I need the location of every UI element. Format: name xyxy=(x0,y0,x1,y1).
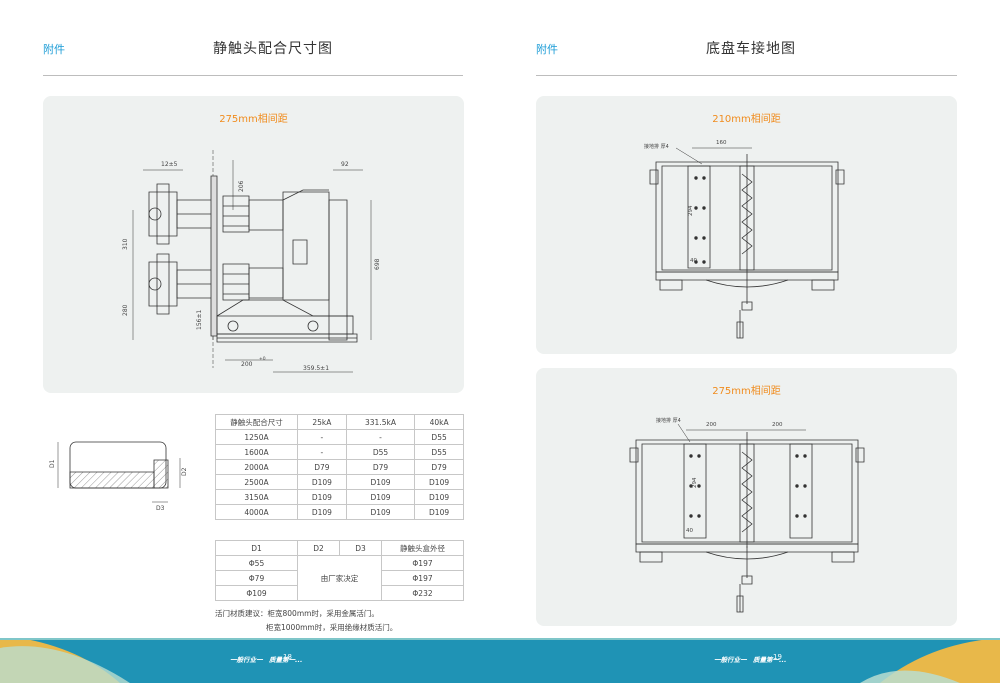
table-row: Φ55 由厂家决定 Φ197 xyxy=(215,555,464,601)
table-header: 25kA xyxy=(297,414,347,430)
dim-200-a: 200 xyxy=(706,422,717,428)
table-row: 1250A - - D55 xyxy=(215,429,464,445)
table-cell: D109 xyxy=(345,474,416,490)
contact-box-table: D1 D2 D3 静触头盒外径 Φ55 由厂家决定 Φ197 Φ79 Φ197 … xyxy=(215,540,464,601)
dim-359: 359.5±1 xyxy=(303,365,329,372)
footer-wave-band xyxy=(0,638,1000,683)
title-divider xyxy=(43,75,463,76)
table-cell-merged: 由厂家决定 xyxy=(297,555,382,601)
dim-40: 40 xyxy=(686,528,693,534)
title-divider xyxy=(536,75,957,76)
label-d1: D1 xyxy=(49,459,56,468)
table-cell: 1250A xyxy=(215,429,298,445)
dim-698: 698 xyxy=(374,258,381,270)
table-cell: D79 xyxy=(345,459,416,475)
dim-200-b: 200 xyxy=(772,422,783,428)
dim-206: 206 xyxy=(238,180,245,192)
right-page: 附件 底盘车接地图 210mm相间距 接地排 厚4 160 294 40 xyxy=(500,0,1000,683)
table-cell: D109 xyxy=(414,474,464,490)
table-cell: D109 xyxy=(345,504,416,520)
table-cell: Φ197 xyxy=(381,570,464,586)
drawing-caption: 275mm相间距 xyxy=(712,386,781,397)
note-line-2: 柜宽1000mm时，采用绝缘材质活门。 xyxy=(266,623,398,632)
dim-12: 12±5 xyxy=(161,161,178,168)
table-header-row: D1 D2 D3 静触头盒外径 xyxy=(215,540,464,556)
dim-294: 294 xyxy=(692,477,698,488)
table-row: Φ79 Φ197 xyxy=(215,570,464,586)
table-cell: D55 xyxy=(414,429,464,445)
drawing-caption: 210mm相间距 xyxy=(712,114,781,125)
table-row: Φ109 Φ232 xyxy=(215,585,464,601)
table-header: D3 xyxy=(339,540,382,556)
table-cell: 4000A xyxy=(215,504,298,520)
contact-assembly-drawing: 12±5 206 92 310 698 280 156±1 200 +0 359… xyxy=(122,140,381,380)
dim-156: 156±1 xyxy=(196,310,203,330)
page-number: 19 xyxy=(773,653,782,661)
callout-label: 接地排 厚4 xyxy=(656,417,681,424)
table-row: 3150A D109 D109 D109 xyxy=(215,489,464,505)
footer-slogan: 一般行业一 质量第一... xyxy=(714,656,787,664)
note-line-1: 活门材质建议：柜宽800mm时，采用金属活门。 xyxy=(215,609,379,618)
table-header-row: 静触头配合尺寸 25kA 331.5kA 40kA xyxy=(215,414,464,430)
table-cell: D109 xyxy=(345,489,416,505)
table-row: 2500A D109 D109 D109 xyxy=(215,474,464,490)
table-row: 2000A D79 D79 D79 xyxy=(215,459,464,475)
label-d3: D3 xyxy=(156,505,165,512)
contact-size-table: 静触头配合尺寸 25kA 331.5kA 40kA 1250A - - D55 … xyxy=(215,414,464,520)
label-d2: D2 xyxy=(181,467,188,476)
contact-dimension-panel: 275mm相间距 12±5 206 92 310 698 280 156±1 2… xyxy=(43,96,464,393)
table-row: 4000A D109 D109 D109 xyxy=(215,504,464,520)
table-cell: D109 xyxy=(297,504,347,520)
grounding-panel-210: 210mm相间距 接地排 厚4 160 294 40 xyxy=(536,96,957,354)
callout-label: 接地排 厚4 xyxy=(644,143,669,150)
table-header: 静触头配合尺寸 xyxy=(215,414,298,430)
dim-200: 200 xyxy=(241,361,253,368)
dim-160: 160 xyxy=(716,140,727,146)
table-cell: Φ55 xyxy=(215,555,298,571)
contact-section-drawing: D1 D2 D3 xyxy=(49,436,188,512)
table-cell: - xyxy=(297,429,347,445)
table-cell: Φ109 xyxy=(215,585,298,601)
table-header: 40kA xyxy=(414,414,464,430)
drawing-caption: 275mm相间距 xyxy=(219,114,288,125)
page-title: 静触头配合尺寸图 xyxy=(213,41,333,57)
section-tag: 附件 xyxy=(536,43,558,56)
page-title: 底盘车接地图 xyxy=(706,41,796,57)
grounding-panel-275: 275mm相间距 接地排 厚4 200 200 294 40 xyxy=(536,368,957,626)
table-header: 331.5kA xyxy=(345,414,416,430)
table-cell: D109 xyxy=(414,489,464,505)
table-cell: D109 xyxy=(297,489,347,505)
table-header: D1 xyxy=(215,540,298,556)
table-cell: Φ79 xyxy=(215,570,298,586)
table-cell: - xyxy=(297,444,347,460)
table-cell: D79 xyxy=(297,459,347,475)
footer-slogan: 一般行业一 质量第一... xyxy=(230,656,303,664)
table-cell: D55 xyxy=(345,444,416,460)
table-cell: Φ232 xyxy=(381,585,464,601)
table-cell: 2000A xyxy=(215,459,298,475)
table-cell: 2500A xyxy=(215,474,298,490)
table-header: 静触头盒外径 xyxy=(381,540,464,556)
left-page: 附件 静触头配合尺寸图 275mm相间距 12±5 206 92 310 698… xyxy=(43,41,464,632)
table-cell: D79 xyxy=(414,459,464,475)
table-cell: - xyxy=(345,429,416,445)
dim-200-tolerance: +0 xyxy=(259,356,266,362)
section-tag: 附件 xyxy=(43,43,65,56)
grounding-drawing-275: 接地排 厚4 200 200 294 40 xyxy=(626,417,868,618)
dim-92: 92 xyxy=(341,161,349,168)
grounding-drawing-210: 接地排 厚4 160 294 40 xyxy=(644,140,858,346)
table-cell: D55 xyxy=(414,444,464,460)
dim-294: 294 xyxy=(688,205,694,216)
page-number: 18 xyxy=(283,653,292,661)
table-cell: D109 xyxy=(414,504,464,520)
table-header: D2 xyxy=(297,540,340,556)
table-cell: 3150A xyxy=(215,489,298,505)
dim-280: 280 xyxy=(122,304,129,316)
table-cell: D109 xyxy=(297,474,347,490)
dim-310: 310 xyxy=(122,238,129,250)
dim-40: 40 xyxy=(690,258,697,264)
table-cell: Φ197 xyxy=(381,555,464,571)
table-row: 1600A - D55 D55 xyxy=(215,444,464,460)
table-cell: 1600A xyxy=(215,444,298,460)
